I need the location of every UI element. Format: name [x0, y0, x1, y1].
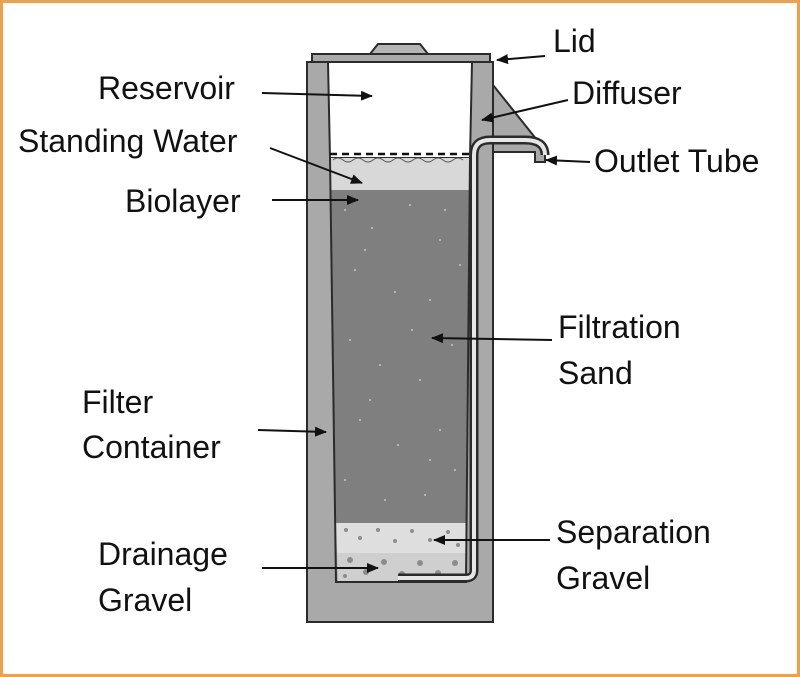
- label-biolayer: Biolayer: [125, 183, 241, 219]
- label-filtration-sand-line2: Sand: [558, 355, 633, 391]
- arrow-standing-water: [269, 147, 363, 184]
- label-filter-container-line2: Container: [82, 429, 221, 465]
- diffuser-wing: [492, 82, 546, 163]
- filtration-sand-layer: [331, 190, 469, 523]
- label-drainage-gravel-line2: Gravel: [98, 582, 192, 618]
- separation-gravel-layer: [336, 523, 466, 553]
- arrow-filter-container: [257, 426, 327, 437]
- label-separation-gravel-line2: Gravel: [556, 560, 650, 596]
- label-reservoir: Reservoir: [98, 70, 235, 106]
- outlet-tube-inner: [398, 138, 547, 580]
- label-drainage-gravel-line1: Drainage: [98, 536, 228, 572]
- arrow-diffuser: [481, 99, 569, 123]
- water-ripples: [332, 157, 464, 163]
- label-standing-water: Standing Water: [18, 123, 238, 159]
- label-lid: Lid: [553, 23, 596, 59]
- lid-handle: [367, 43, 431, 55]
- label-filtration-sand-line1: Filtration: [558, 309, 681, 345]
- sand-speckles: [344, 204, 461, 501]
- label-separation-gravel-line1: Separation: [556, 514, 711, 550]
- label-filter-container-line1: Filter: [82, 384, 153, 420]
- lid: [311, 53, 491, 63]
- label-diffuser: Diffuser: [572, 75, 682, 111]
- reservoir-chamber: [326, 61, 474, 159]
- arrow-outlet-tube: [545, 155, 591, 166]
- standing-water-layer: [330, 158, 470, 190]
- arrow-reservoir: [261, 90, 373, 101]
- arrow-lid: [496, 54, 546, 65]
- arrow-filtration-sand: [431, 333, 553, 344]
- label-outlet-tube: Outlet Tube: [594, 143, 759, 179]
